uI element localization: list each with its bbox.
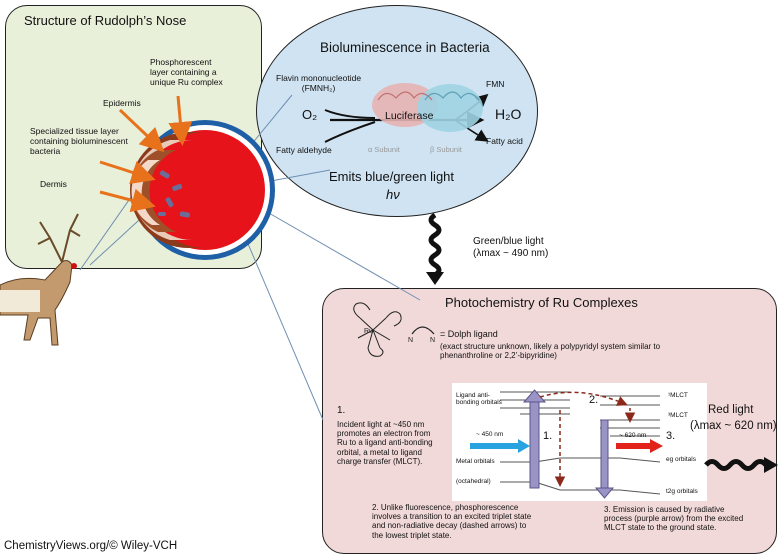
emission-arrow <box>600 419 609 491</box>
diagram-step1-number: 1. <box>543 430 553 442</box>
flavin-in-arrow <box>324 109 376 119</box>
step1-text: Incident light at ~450 nm promotes an el… <box>337 420 433 466</box>
red-light-squiggle <box>704 459 768 471</box>
t2g-orbitals-label: t2g orbitals <box>666 488 698 495</box>
metal-orbitals-label: Metal orbitals <box>456 458 495 465</box>
light-transfer-arrowhead <box>426 272 444 285</box>
mlct1-label: ¹MLCT <box>668 392 688 399</box>
ru-complex-structure-icon <box>353 302 402 357</box>
dolph-ligand-icon: N N <box>408 326 435 344</box>
reindeer-icon <box>0 213 81 346</box>
fatty-aldehyde-label: Fatty aldehyde <box>276 145 332 155</box>
bacteria-title: Bioluminescence in Bacteria <box>320 40 490 55</box>
beta-subunit-label: β Subunit <box>430 145 462 154</box>
red-light-arrowhead <box>764 457 778 473</box>
svg-text:Ru: Ru <box>364 328 373 335</box>
light-transfer-squiggle <box>428 212 442 278</box>
nose-panel-title: Structure of Rudolph’s Nose <box>24 13 187 28</box>
excitation-arrow <box>529 399 540 489</box>
mlct3-label: ³MLCT <box>668 412 688 419</box>
label-specialized-tissue: Specialized tissue layer containing biol… <box>30 126 128 156</box>
label-epidermis: Epidermis <box>103 98 141 108</box>
label-phosphorescent: Phosphorescent layer containing a unique… <box>150 57 223 87</box>
red-light-label: Red light <box>708 404 754 416</box>
eg-orbitals-label: eg orbitals <box>666 456 696 463</box>
aldehyde-in-arrow <box>324 121 376 143</box>
ru-panel-title: Photochemistry of Ru Complexes <box>445 295 638 310</box>
dolph-ligand-desc: (exact structure unknown, likely a polyp… <box>440 342 661 361</box>
h2o-label: H₂O <box>495 106 522 122</box>
isc-dashed-arrow <box>539 391 628 406</box>
pointer-arrow-phosphorescent <box>168 95 193 146</box>
connector-line <box>254 204 421 301</box>
svg-text:N: N <box>408 337 413 344</box>
alpha-subunit-label: α Subunit <box>368 145 400 154</box>
luciferase-label: Luciferase <box>385 110 434 122</box>
diagram-step2-number: 2. <box>589 394 599 406</box>
red-light-lambda: (λmax ~ 620 nm) <box>690 420 777 432</box>
fmn-label: FMN <box>486 79 505 89</box>
step2-text: 2. Unlike fluorescence, phosphorescence … <box>372 503 532 540</box>
diagram-step3-number: 3. <box>666 430 676 442</box>
label-dermis: Dermis <box>40 179 67 189</box>
transfer-label: Green/blue light (λmax ~ 490 nm) <box>473 236 549 259</box>
excite-nm-label: ~ 450 nm <box>476 431 504 438</box>
step1-number: 1. <box>337 405 346 416</box>
emits-label: Emits blue/green light <box>329 169 455 184</box>
step3-text: 3. Emission is caused by radiative proce… <box>604 505 744 533</box>
pointer-arrow-specialized <box>99 160 156 184</box>
pointer-arrow-dermis <box>99 188 156 213</box>
o2-label: O₂ <box>302 107 318 122</box>
bacteria-ellipse <box>256 5 538 217</box>
luciferase-protein-icon <box>372 83 483 132</box>
dolph-ligand-label: = Dolph ligand <box>440 329 498 339</box>
hv-label: hν <box>386 187 400 202</box>
ligand-orbitals-label: Ligand anti- bonding orbitals <box>456 392 502 407</box>
emit-nm-label: ~ 620 nm <box>619 432 647 439</box>
flavin-label: Flavin mononucleotide (FMNH₂) <box>276 73 362 93</box>
credit-line: ChemistryViews.org/© Wiley-VCH <box>4 540 178 552</box>
octahedral-label: (octahedral) <box>456 478 491 485</box>
pointer-arrow-epidermis <box>118 108 165 153</box>
energy-diagram-box <box>452 383 707 501</box>
svg-text:N: N <box>430 337 435 344</box>
connector-line <box>239 224 324 421</box>
fatty-acid-label: Fatty acid <box>486 136 523 146</box>
